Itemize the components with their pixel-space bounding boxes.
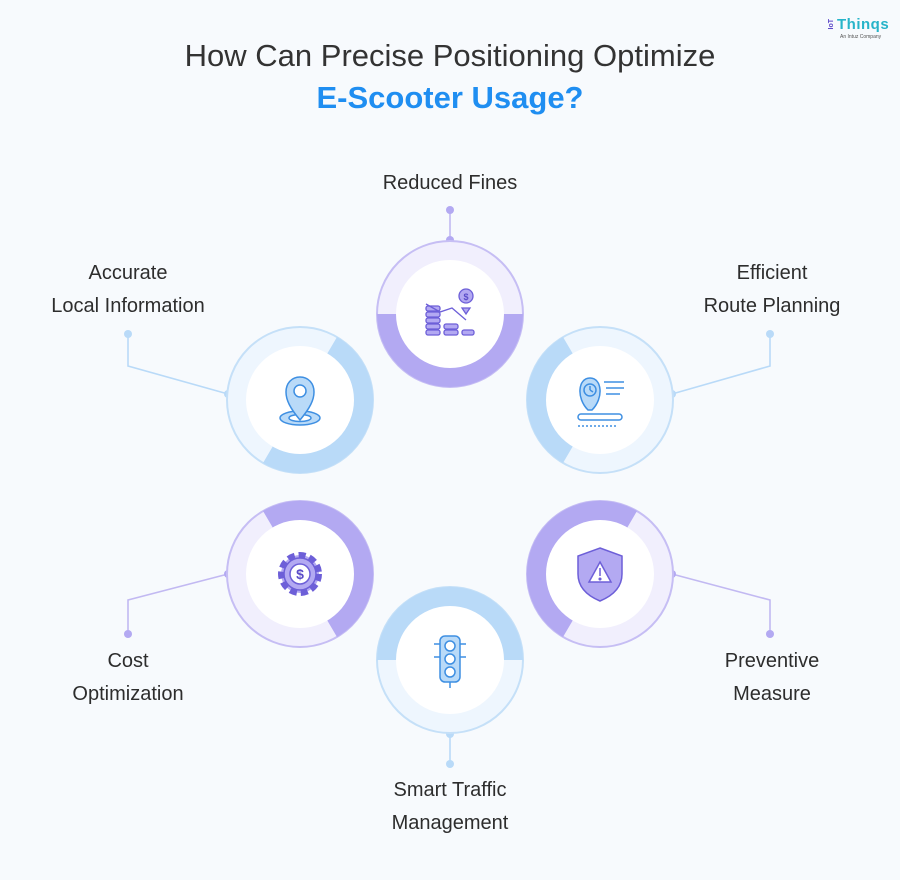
label-reduced-fines: Reduced Fines [382, 172, 518, 194]
brand-logo: IoT Thinqs An Intuz Company [828, 16, 889, 44]
logo-tagline: An Intuz Company [840, 34, 882, 40]
route-clock-icon [577, 377, 624, 427]
connectors [127, 210, 771, 764]
node-smart-traffic-management [376, 586, 524, 734]
svg-text:$: $ [296, 566, 304, 582]
node-reduced-fines: $ [376, 240, 524, 388]
node-accurate-local-information [226, 326, 374, 474]
shield-warning-icon [577, 547, 623, 602]
location-pin-icon [279, 376, 321, 426]
connector-accurate-local-information [127, 334, 229, 395]
node-preventive-measure [526, 500, 674, 648]
page-title-line-2: E-Scooter Usage? [316, 80, 584, 115]
connector-preventive-measure [671, 573, 771, 634]
coins-dollar-icon [425, 288, 475, 336]
label-smart-traffic-management: Smart Traffic Management [391, 779, 509, 834]
page-title-line-1: How Can Precise Positioning Optimize [184, 38, 716, 73]
label-efficient-route-planning: Efficient Route Planning [703, 262, 841, 317]
traffic-light-icon [434, 635, 466, 688]
node-cost-optimization: $ [226, 500, 374, 648]
label-accurate-local-information: Accurate Local Information [51, 262, 205, 317]
logo-wordmark: Thinqs [837, 16, 890, 33]
label-cost-optimization: Cost Optimization [72, 650, 184, 705]
connector-cost-optimization [127, 573, 229, 634]
label-preventive-measure: Preventive Measure [724, 650, 820, 705]
node-efficient-route-planning [526, 326, 674, 474]
gear-dollar-icon [278, 552, 322, 596]
svg-text:$: $ [463, 292, 468, 302]
connector-efficient-route-planning [671, 334, 771, 395]
